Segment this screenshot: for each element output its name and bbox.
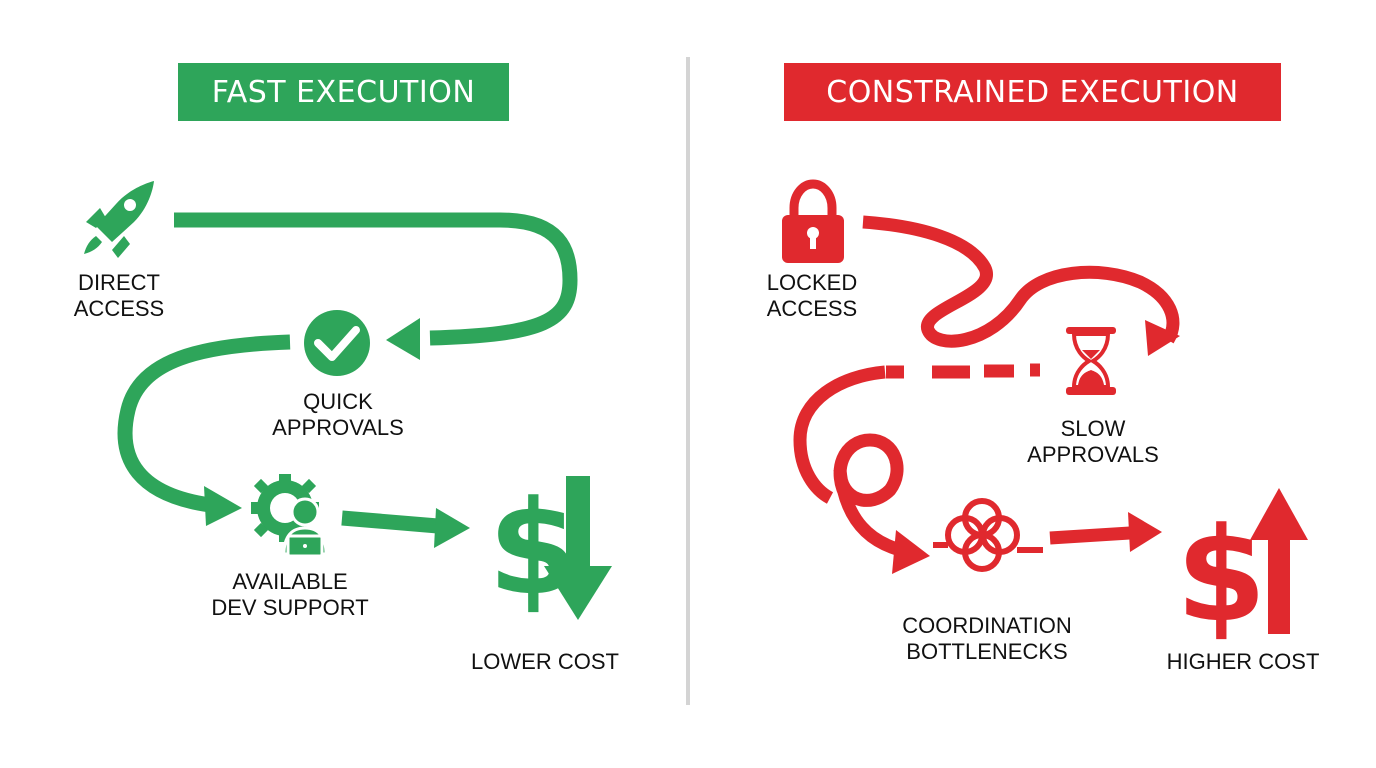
arrow-loop-to-knot (833, 433, 912, 559)
node-coordination-bottlenecks-label: COORDINATION BOTTLENECKS (902, 613, 1072, 664)
panel-divider (686, 57, 690, 705)
node-quick-approvals-label: QUICK APPROVALS (272, 389, 404, 440)
checkmark-circle-icon (304, 310, 370, 376)
node-locked-access-label: LOCKED ACCESS (766, 270, 858, 321)
fast-execution-title: FAST EXECUTION (211, 74, 476, 110)
node-slow-approvals-label: SLOW APPROVALS (1027, 416, 1159, 467)
constrained-execution-title: CONSTRAINED EXECUTION (826, 74, 1239, 110)
svg-text:$: $ (1176, 499, 1266, 651)
arrow-loop-left (793, 365, 886, 504)
constrained-execution-banner: CONSTRAINED EXECUTION (784, 63, 1281, 121)
dollar-up-arrow-icon: $ (1176, 488, 1308, 651)
arrow-knot-to-cost (1049, 526, 1131, 545)
arrow-approvals-to-support (117, 334, 291, 513)
arrow-access-to-approvals (174, 212, 578, 346)
arrow-support-to-cost (341, 510, 439, 534)
dashed-approvals-path (886, 363, 1040, 379)
rocket-icon (84, 181, 154, 258)
tangled-knot-icon (933, 498, 1043, 572)
constrained-flow-arrows (793, 215, 1180, 559)
node-direct-access-label: DIRECT ACCESS (73, 270, 165, 321)
gear-developer-laptop-icon (251, 474, 328, 558)
dollar-down-arrow-icon: $ (488, 472, 612, 624)
node-higher-cost-label: HIGHER COST (1166, 649, 1320, 674)
node-lower-cost-label: LOWER COST (471, 649, 619, 674)
node-available-dev-support-label: AVAILABLE DEV SUPPORT (211, 569, 369, 620)
fast-execution-banner: FAST EXECUTION (178, 63, 509, 121)
fast-flow-arrows (117, 212, 578, 534)
arrow-access-to-approvals (862, 215, 1180, 348)
svg-text:$: $ (488, 472, 578, 624)
hourglass-icon (1066, 327, 1116, 395)
padlock-icon (782, 179, 844, 263)
